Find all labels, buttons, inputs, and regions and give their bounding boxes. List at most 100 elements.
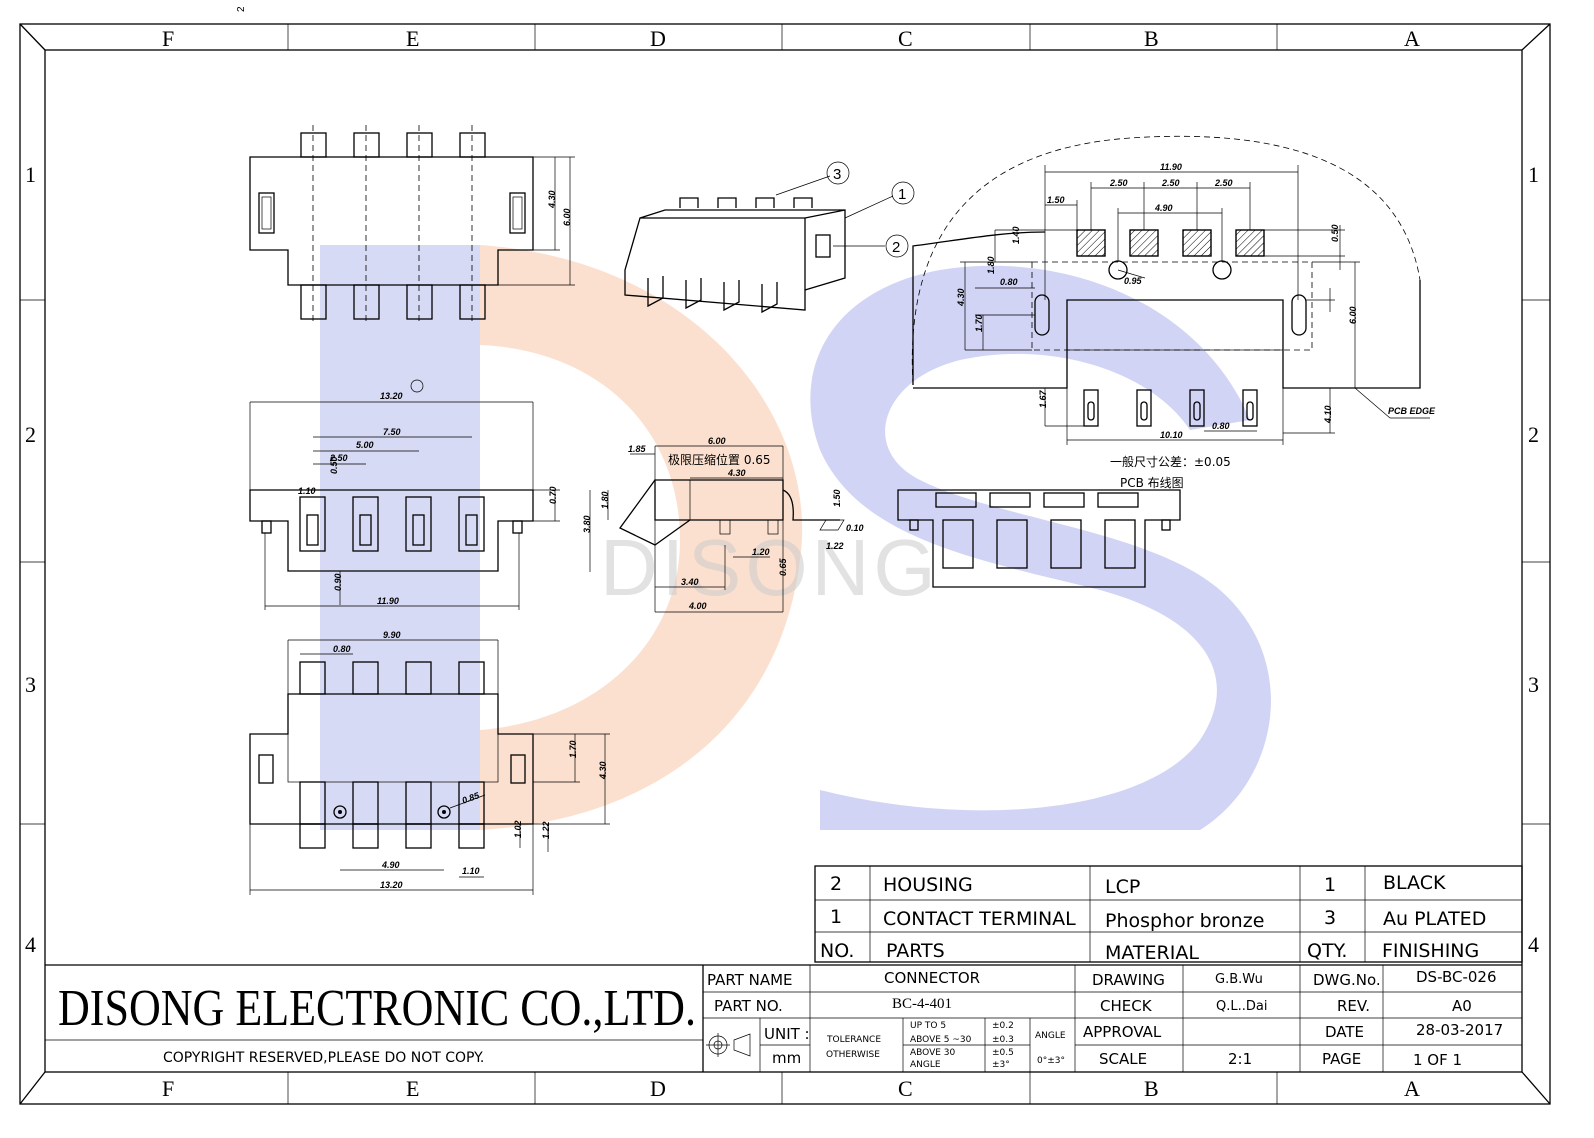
dim-side-3-40: 3.40	[681, 577, 699, 587]
pcb-dim-1-67: 1.67	[1038, 389, 1048, 408]
part-no-value: BC-4-401	[892, 996, 952, 1012]
unit-value: mm	[772, 1049, 801, 1067]
row-label-right-1: 1	[1528, 162, 1539, 187]
pcb-dim-4-10: 4.10	[1323, 405, 1333, 424]
dwg-label: DWG.No.	[1313, 971, 1381, 989]
check-label: CHECK	[1100, 997, 1153, 1015]
dim-side-3-80: 3.80	[582, 515, 592, 533]
copyright-note: COPYRIGHT RESERVED,PLEASE DO NOT COPY.	[163, 1050, 484, 1066]
pcb-pad-4	[1235, 229, 1265, 257]
row-label-right-3: 3	[1528, 672, 1539, 697]
dim-side-6-00: 6.00	[708, 436, 726, 446]
dim-front-7-50: 7.50	[383, 427, 401, 437]
col-label-top-c: C	[898, 26, 913, 51]
col-label-bottom-f: F	[162, 1076, 174, 1101]
dim-front-0-50: 0.50	[329, 456, 339, 474]
bom-row1-material: LCP	[1105, 876, 1140, 898]
rev-label: REV.	[1337, 997, 1370, 1015]
tolerance-label: TOLERANCE	[826, 1035, 881, 1045]
col-label-bottom-b: B	[1144, 1076, 1159, 1101]
pcb-dim-4-30: 4.30	[956, 288, 966, 307]
pcb-layout: 11.90 2.50 2.50 2.50 1.50 4.90 1.40 0.50…	[911, 135, 1436, 490]
bom-row1-qty: 1	[1324, 874, 1336, 896]
pcb-dim-1-50: 1.50	[1047, 195, 1065, 205]
pcb-dim-4-90: 4.90	[1154, 203, 1173, 213]
dim-side-1-85: 1.85	[628, 444, 647, 454]
bom-header-material: MATERIAL	[1105, 942, 1199, 964]
dim-front-5-00: 5.00	[356, 440, 374, 450]
side-note-compression: 极限压缩位置 0.65	[668, 452, 771, 467]
pcb-dim-1-40: 1.40	[1011, 226, 1021, 244]
pcb-title: PCB 布线图	[1120, 476, 1184, 490]
date-value: 28-03-2017	[1416, 1021, 1503, 1039]
col-label-top-a: A	[1404, 26, 1420, 51]
dim-bottom-1-10: 1.10	[462, 866, 480, 876]
drawing-value: G.B.Wu	[1215, 972, 1263, 987]
dim-front-1-10: 1.10	[298, 486, 316, 496]
front-view: 13.20 7.50 5.00 2.50 0.50 1.10 0.70 0.90…	[249, 379, 560, 610]
unit-label: UNIT :	[764, 1025, 810, 1043]
projection-symbol-icon	[706, 1033, 751, 1057]
watermark-text: DISONG	[600, 523, 940, 612]
scale-value: 2:1	[1228, 1050, 1252, 1068]
tol-val-4: ±3°	[992, 1060, 1010, 1070]
pcb-dim-10-10: 10.10	[1160, 430, 1183, 440]
pcb-dim-0-95: 0.95	[1124, 276, 1143, 286]
dim-side-4-00: 4.00	[688, 601, 707, 611]
col-label-top-d: D	[650, 26, 666, 51]
col-label-top-b: B	[1144, 26, 1159, 51]
row-label-left-4: 4	[25, 932, 36, 957]
pcb-pad-2	[1129, 229, 1159, 257]
bom-row1-finish: BLACK	[1383, 872, 1446, 894]
section-view	[897, 489, 1181, 588]
pcb-dim-2-50-c: 2.50	[1214, 178, 1233, 188]
dim-side-1-80: 1.80	[600, 491, 610, 509]
pcb-dim-11-90: 11.90	[1160, 162, 1182, 172]
dwg-value: DS-BC-026	[1416, 968, 1497, 986]
dim-top-6-00: 6.00	[562, 208, 572, 226]
dim-bottom-0-80: 0.80	[333, 644, 351, 654]
bom-header-no: NO.	[820, 940, 854, 962]
tol-row-3: ABOVE 30	[910, 1048, 956, 1058]
pcb-dim-2-50-b: 2.50	[1161, 178, 1180, 188]
row-label-right-4: 4	[1528, 932, 1539, 957]
col-label-bottom-e: E	[406, 1076, 419, 1101]
iso-view: 3 1 2	[624, 161, 915, 314]
callout-1: 1	[898, 186, 906, 203]
col-label-bottom-c: C	[898, 1076, 913, 1101]
dim-front-11-90: 11.90	[377, 596, 399, 606]
pcb-edge-label: PCB EDGE	[1388, 406, 1436, 416]
pcb-pad-3	[1182, 229, 1212, 257]
otherwise-label: OTHERWISE	[826, 1050, 880, 1060]
tol-val-3: ±0.5	[992, 1048, 1014, 1058]
row-label-left-2: 2	[25, 422, 36, 447]
dim-bottom-1-70: 1.70	[568, 740, 578, 758]
approval-label: APPROVAL	[1083, 1023, 1162, 1041]
bom-header-parts: PARTS	[886, 940, 945, 962]
row-label-left-3: 3	[25, 672, 36, 697]
bom-header-qty: QTY.	[1307, 940, 1347, 962]
bom-row2-no: 1	[830, 906, 842, 928]
dim-side-1-50: 1.50	[832, 489, 842, 507]
bom-row1-no: 2	[830, 873, 842, 895]
col-label-bottom-d: D	[650, 1076, 666, 1101]
pcb-dim-6-00: 6.00	[1348, 306, 1358, 324]
tol-row-4: ANGLE	[910, 1060, 941, 1070]
page-value: 1 OF 1	[1413, 1051, 1462, 1069]
bom-row2-finish: Au PLATED	[1383, 908, 1486, 930]
dim-bottom-1-02: 1.02	[513, 820, 523, 838]
pcb-dim-0-80: 0.80	[1000, 277, 1018, 287]
pcb-dim-2-50-a: 2.50	[1109, 178, 1128, 188]
date-label: DATE	[1325, 1023, 1364, 1041]
part-no-label: PART NO.	[714, 997, 783, 1015]
bom-row2-material: Phosphor bronze	[1105, 910, 1264, 932]
row-label-left-1: 1	[25, 162, 36, 187]
angle-value: 0°±3°	[1037, 1056, 1065, 1066]
dim-side-1-22: 1.22	[826, 541, 844, 551]
dim-bottom-1-22: 1.22	[541, 821, 551, 839]
callout-2: 2	[892, 239, 900, 256]
sheet-border: 2 F E D C B A F E D C B A 1 2 3 4 1 2 3 …	[19, 6, 1551, 1105]
title-block: DISONG ELECTRONIC CO.,LTD. COPYRIGHT RES…	[45, 964, 1522, 1072]
check-value: Q.L..Dai	[1216, 999, 1267, 1014]
bom-table: 2 HOUSING LCP 1 BLACK 1 CONTACT TERMINAL…	[814, 865, 1523, 964]
